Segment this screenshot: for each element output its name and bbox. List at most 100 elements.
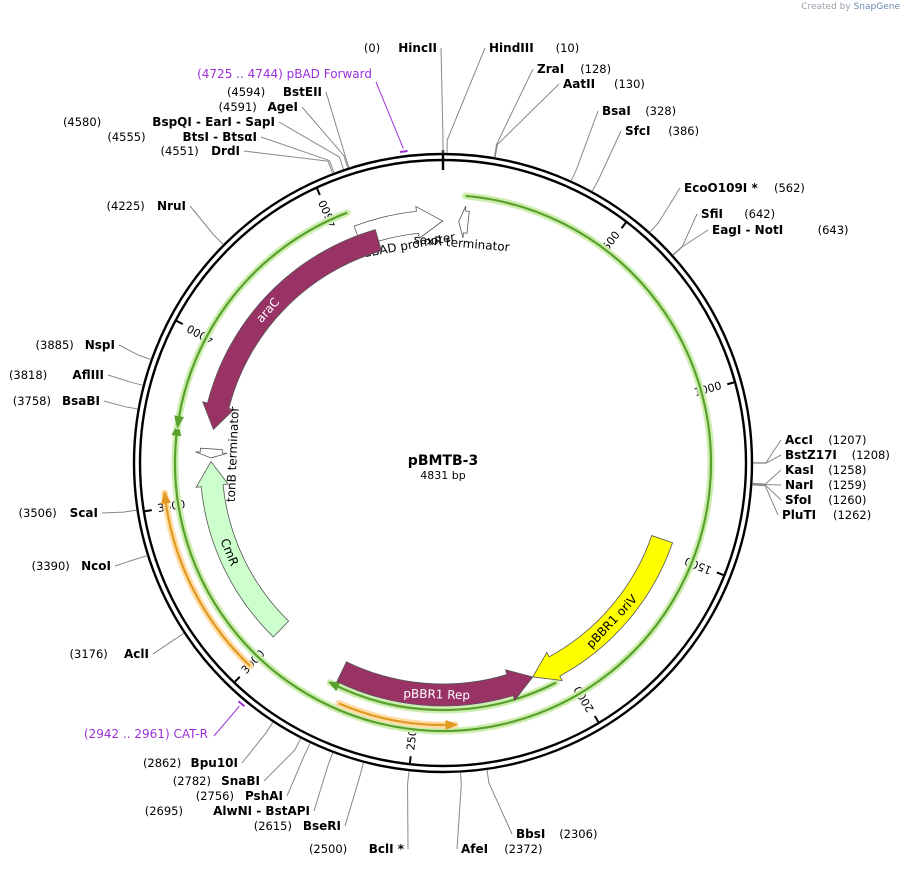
restriction-site: BspQI - EarI - SapI (4580) [63, 115, 275, 129]
site-name: BspQI - EarI - SapI [152, 115, 275, 129]
site-name: SnaBI [221, 774, 260, 788]
site-name: AflIII [72, 368, 104, 382]
site-position: (3758) [13, 394, 51, 408]
orf-arrowhead [174, 415, 185, 429]
site-name: BtsI - BtsαI [182, 130, 257, 144]
tick-mark [620, 222, 627, 229]
site-position: (4555) [107, 130, 145, 144]
restriction-site: PshAI(2756) [196, 789, 283, 803]
site-position: (642) [744, 207, 775, 221]
site-leader [591, 130, 622, 192]
primer-range: (4725 .. 4744) [197, 67, 287, 81]
site-position: (130) [614, 77, 645, 91]
site-name: AatII [563, 77, 595, 91]
site-name: DrdI [211, 144, 240, 158]
restriction-site: NcoI (3390) [32, 559, 111, 573]
restriction-site: KasI (1258) [785, 463, 866, 477]
site-name: HincII [398, 41, 437, 55]
site-name: BstZ17I [785, 448, 837, 462]
site-leader [189, 205, 224, 245]
site-name: AclI [124, 647, 149, 661]
tick-mark [176, 319, 184, 326]
site-name: AfeI [461, 842, 488, 856]
site-leader [243, 150, 334, 174]
site-leader [118, 344, 151, 360]
orf-arcs [160, 192, 715, 735]
restriction-site: DrdI (4551) [161, 144, 240, 158]
site-name: KasI [785, 463, 814, 477]
restriction-site: AfeI(2372) [461, 842, 542, 856]
tick-mark [316, 188, 321, 196]
site-leader [344, 762, 364, 827]
site-name: EagI - NotI [712, 223, 783, 237]
site-leader [241, 721, 274, 764]
site-position: (3885) [36, 338, 74, 352]
restriction-site: NruI(4225) [107, 199, 186, 213]
site-position: (128) [580, 62, 611, 76]
site-name: NspI [85, 338, 115, 352]
site-position: (643) [818, 223, 849, 237]
feature-pbbr1-oriv [532, 535, 674, 681]
orf-arc [173, 194, 713, 733]
site-leader [278, 121, 345, 170]
site-name: NarI [785, 478, 814, 492]
restriction-site: ScaI(3506) [19, 506, 98, 520]
site-leader [325, 91, 350, 168]
site-name: BbsI [516, 827, 545, 841]
site-leader [107, 374, 144, 386]
site-leader [494, 83, 560, 158]
tick-mark [716, 571, 724, 576]
tick-mark [234, 676, 241, 683]
site-leader [752, 469, 782, 485]
restriction-site: AflIII(3818) [9, 368, 104, 382]
site-position: (1258) [828, 463, 866, 477]
plasmid-length: 4831 bp [420, 469, 465, 482]
site-name: SfoI [785, 493, 812, 507]
site-name: BsaBI [62, 394, 100, 408]
site-name: BclI * [369, 842, 405, 856]
restriction-site: BseRI(2615) [254, 819, 341, 833]
restriction-site: BbsI(2306) [516, 827, 597, 841]
restriction-site: SnaBI (2782) [173, 774, 260, 788]
site-leader [103, 400, 138, 410]
orf-arc [329, 681, 557, 712]
site-position: (562) [774, 181, 805, 195]
site-leader [260, 136, 335, 173]
feature-tonb-terminator [195, 447, 228, 459]
site-position: (3390) [32, 559, 70, 573]
restriction-site: AccI(1207) [785, 433, 866, 447]
restriction-site: BstEII(4594) [227, 85, 322, 99]
site-leader [152, 632, 185, 655]
site-name: ScaI [70, 506, 98, 520]
site-leader [440, 47, 444, 153]
site-position: (2695) [145, 804, 183, 818]
site-position: (10) [556, 41, 580, 55]
site-name: BseRI [303, 819, 341, 833]
site-name: SfcI [625, 124, 650, 138]
restriction-site: HindIII (10) [489, 41, 579, 55]
site-position: (0) [364, 41, 380, 55]
orf-arc [176, 211, 348, 427]
site-name: HindIII [489, 41, 534, 55]
restriction-site: ZraI(128) [537, 62, 611, 76]
site-name: NcoI [81, 559, 111, 573]
site-name: AgeI [268, 100, 298, 114]
orf-arrowhead [171, 423, 182, 437]
site-position: (4594) [227, 85, 265, 99]
site-leader [313, 752, 334, 812]
site-leader [286, 742, 311, 797]
site-name: AccI [785, 433, 813, 447]
site-leader [752, 439, 782, 464]
primer-range: (2942 .. 2961) [84, 727, 174, 741]
restriction-site: BsaI(328) [602, 104, 676, 118]
site-position: (4580) [63, 115, 101, 129]
restriction-site: AclI (3176) [70, 647, 149, 661]
backbone-ring [132, 150, 754, 774]
site-position: (2782) [173, 774, 211, 788]
site-position: (4551) [161, 144, 199, 158]
feature-soxr-terminator [458, 205, 470, 238]
feature-label-soxr-terminator: soxR terminator [413, 232, 510, 254]
site-position: (3176) [70, 647, 108, 661]
restriction-site: HincII (0) [364, 41, 437, 55]
site-name: NruI [157, 199, 186, 213]
